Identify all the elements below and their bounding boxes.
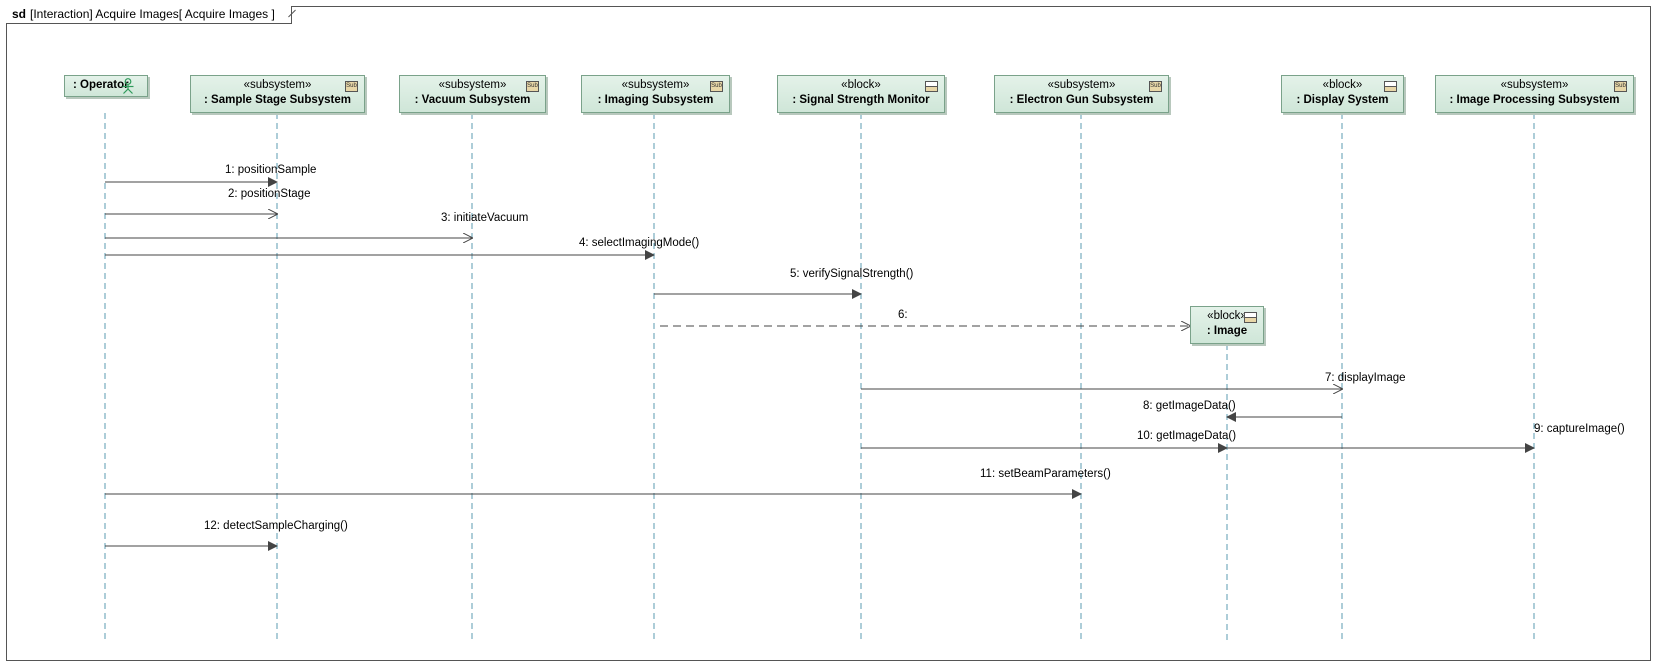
lifeline-stereotype: «block»: [1207, 310, 1247, 322]
message-label: 10: getImageData(): [1137, 430, 1237, 442]
message-label: 11: setBeamParameters(): [980, 468, 1111, 480]
subsystem-icon: Sub: [345, 81, 358, 92]
frame-title-tab: sd[Interaction] Acquire Images[ Acquire …: [6, 6, 292, 24]
lifeline-head-processing[interactable]: «subsystem» : Image Processing Subsystem S…: [1435, 75, 1634, 113]
lifeline-stereotype: «block»: [1322, 79, 1363, 91]
message-label: 6:: [898, 309, 908, 321]
block-icon: [925, 81, 938, 92]
message-label: 9: captureImage(): [1534, 423, 1625, 435]
lifeline-stereotype: «subsystem»: [438, 79, 507, 91]
lifeline-name: : Electron Gun Subsystem: [1009, 94, 1154, 106]
frame-title: [Interaction] Acquire Images[ Acquire Im…: [30, 7, 275, 21]
lifeline-head-display[interactable]: «block» : Display System: [1281, 75, 1404, 113]
lifeline-stereotype: «subsystem»: [621, 79, 690, 91]
lifeline-stereotype: «subsystem»: [243, 79, 312, 91]
lifeline-stereotype: «subsystem»: [1500, 79, 1569, 91]
lifeline-name: : Imaging Subsystem: [597, 94, 714, 106]
message-label: 3: initiateVacuum: [441, 212, 529, 224]
subsystem-icon: Sub: [710, 81, 723, 92]
lifeline-head-vacuum[interactable]: «subsystem» : Vacuum Subsystem Sub: [399, 75, 546, 113]
message-label: 4: selectImagingMode(): [579, 237, 700, 249]
subsystem-icon: Sub: [1614, 81, 1627, 92]
lifeline-name: : Image: [1206, 325, 1248, 337]
lifeline-head-signal[interactable]: «block» : Signal Strength Monitor: [777, 75, 945, 113]
frame-keyword: sd: [12, 7, 27, 21]
message-label: 8: getImageData(): [1143, 400, 1236, 412]
message-label: 2: positionStage: [228, 188, 311, 200]
subsystem-icon: Sub: [526, 81, 539, 92]
lifeline-head-operator[interactable]: : Operator: [64, 75, 148, 97]
lifeline-name: : Sample Stage Subsystem: [204, 94, 351, 106]
lifeline-head-image[interactable]: «block» : Image: [1190, 306, 1264, 344]
lifeline-name: : Signal Strength Monitor: [792, 94, 930, 106]
interaction-frame: [6, 6, 1651, 661]
lifeline-head-imaging[interactable]: «subsystem» : Imaging Subsystem Sub: [581, 75, 730, 113]
block-icon: [1244, 312, 1257, 323]
lifeline-name: : Display System: [1296, 94, 1389, 106]
message-label: 7: displayImage: [1325, 372, 1406, 384]
message-label: 12: detectSampleCharging(): [204, 520, 348, 532]
message-label: 1: positionSample: [225, 164, 317, 176]
block-icon: [1384, 81, 1397, 92]
subsystem-icon: Sub: [1149, 81, 1162, 92]
actor-icon: [121, 78, 135, 94]
lifeline-head-stage[interactable]: «subsystem» : Sample Stage Subsystem Sub: [190, 75, 365, 113]
lifeline-name: : Operator: [73, 79, 129, 91]
lifeline-stereotype: «subsystem»: [1047, 79, 1116, 91]
lifeline-head-gun[interactable]: «subsystem» : Electron Gun Subsystem Sub: [994, 75, 1169, 113]
lifeline-stereotype: «block»: [841, 79, 881, 91]
lifeline-name: : Image Processing Subsystem: [1449, 94, 1620, 106]
lifeline-name: : Vacuum Subsystem: [414, 94, 531, 106]
message-label: 5: verifySignalStrength(): [790, 268, 914, 280]
